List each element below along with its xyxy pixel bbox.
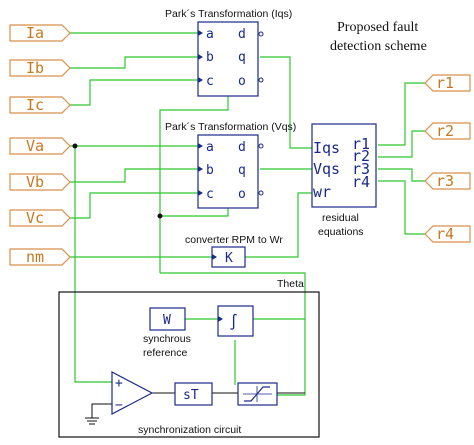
input-port-va[interactable]: Va	[9, 137, 71, 155]
svg-text:d: d	[238, 140, 246, 155]
w-block[interactable]: W synchrous reference	[143, 307, 191, 359]
svg-text:r4: r4	[352, 173, 370, 191]
svg-text:b: b	[206, 163, 214, 178]
svg-text:K: K	[225, 251, 233, 266]
synchronization-circuit: synchronization circuit W synchrous refe…	[58, 291, 320, 438]
svg-text:c: c	[206, 187, 214, 202]
svg-text:wr: wr	[313, 183, 331, 201]
derivative-block[interactable]: sT	[174, 382, 213, 406]
park-transformation-vqs-block[interactable]: Park´s Transformation (Vqs) a b c d q o	[165, 121, 296, 209]
svg-text:Vb: Vb	[26, 173, 44, 191]
park-iqs-title: Park´s Transformation (Iqs)	[165, 8, 292, 20]
junction-theta	[157, 213, 163, 219]
svg-text:W: W	[163, 313, 171, 328]
input-port-vc[interactable]: Vc	[9, 209, 71, 227]
junction-va	[72, 143, 78, 149]
svg-text:q: q	[238, 163, 246, 178]
sum-block[interactable]: + −	[111, 371, 154, 415]
svg-text:Vqs: Vqs	[313, 160, 340, 178]
output-port-r1[interactable]: r1	[424, 74, 471, 92]
svg-text:nm: nm	[26, 248, 44, 266]
input-port-ib[interactable]: Ib	[9, 59, 71, 77]
residual-equations-block[interactable]: Iqs Vqs wr r1 r2 r3 r4 residual equation…	[311, 123, 377, 238]
output-port-r2[interactable]: r2	[424, 122, 471, 140]
converter-rpm-to-wr[interactable]: converter RPM to Wr K	[185, 234, 283, 268]
sync-wires	[85, 392, 305, 425]
svg-text:c: c	[206, 74, 214, 89]
svg-text:+: +	[115, 376, 123, 391]
svg-text:r3: r3	[352, 160, 370, 178]
svg-text:r1: r1	[436, 74, 454, 92]
svg-text:q: q	[238, 50, 246, 65]
svg-text:Ia: Ia	[26, 24, 44, 42]
scheme-title: Proposed fault	[337, 20, 418, 35]
converter-label: converter RPM to Wr	[185, 234, 283, 246]
signal-wires	[70, 32, 425, 396]
input-port-nm[interactable]: nm	[9, 248, 71, 266]
integrator-block[interactable]: ∫	[217, 305, 254, 337]
output-port-r3[interactable]: r3	[424, 172, 471, 190]
input-port-vb[interactable]: Vb	[9, 173, 71, 191]
svg-text:Iqs: Iqs	[313, 139, 340, 157]
input-port-ic[interactable]: Ic	[9, 96, 71, 114]
svg-text:Ib: Ib	[26, 59, 44, 77]
svg-text:sT: sT	[183, 388, 199, 403]
svg-text:r4: r4	[436, 225, 454, 243]
svg-text:r3: r3	[436, 172, 454, 190]
svg-text:Va: Va	[26, 137, 44, 155]
svg-text:o: o	[238, 187, 246, 202]
theta-label: Theta	[277, 278, 304, 290]
park-transformation-iqs-block[interactable]: Park´s Transformation (Iqs) a b c d q o	[165, 8, 292, 97]
svg-text:r1: r1	[352, 135, 370, 153]
sync-caption: synchronization circuit	[138, 424, 241, 436]
svg-text:o: o	[238, 74, 246, 89]
svg-text:reference: reference	[143, 347, 188, 359]
residual-caption: residual	[322, 212, 359, 224]
svg-text:a: a	[206, 27, 214, 42]
input-port-ia[interactable]: Ia	[9, 24, 71, 42]
svg-text:b: b	[206, 50, 214, 65]
svg-text:detection scheme: detection scheme	[330, 39, 427, 54]
svg-text:d: d	[238, 27, 246, 42]
svg-text:synchrous: synchrous	[143, 333, 191, 345]
saturation-block[interactable]	[237, 382, 278, 406]
output-port-r4[interactable]: r4	[424, 225, 471, 243]
svg-text:r2: r2	[436, 122, 454, 140]
svg-text:Ic: Ic	[26, 96, 44, 114]
svg-text:Vc: Vc	[26, 209, 44, 227]
svg-text:−: −	[115, 398, 123, 413]
svg-text:equations: equations	[318, 226, 364, 238]
park-vqs-title: Park´s Transformation (Vqs)	[165, 121, 296, 133]
svg-text:a: a	[206, 140, 214, 155]
integral-symbol: ∫	[229, 313, 238, 331]
svg-text:r2: r2	[352, 147, 370, 165]
